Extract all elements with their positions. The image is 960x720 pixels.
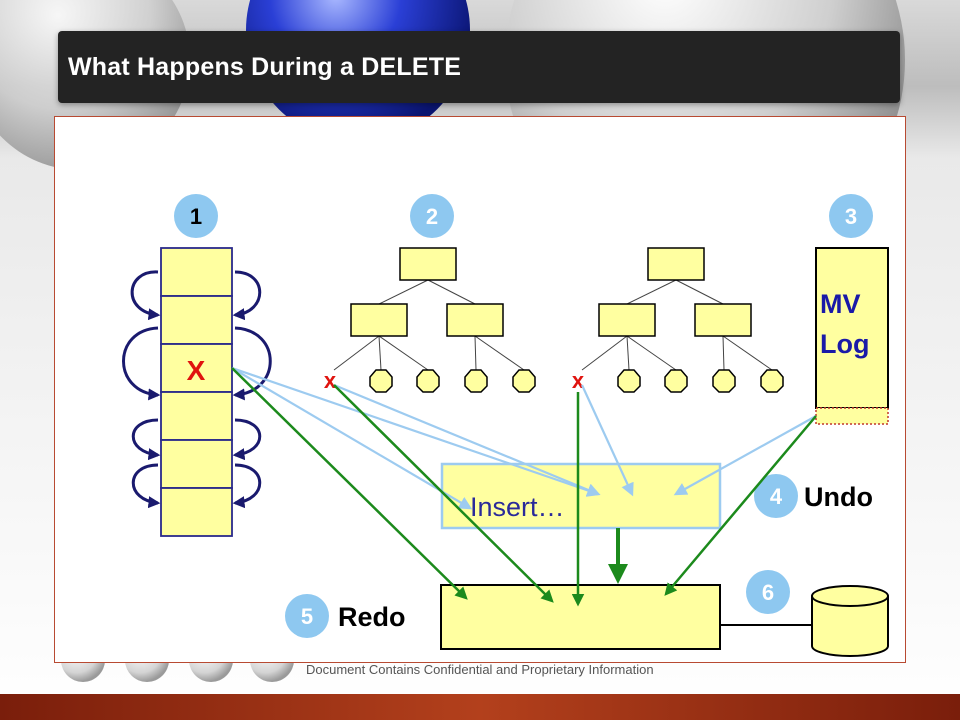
svg-text:4: 4 [770, 484, 783, 509]
redo-box [440, 584, 721, 650]
step-badge-6: 6 [746, 570, 790, 614]
step-badge-2: 2 [410, 194, 454, 238]
redo-arrows [231, 367, 817, 607]
insert-label: Insert… [470, 492, 565, 522]
mv-log-label-2: Log [820, 329, 869, 359]
mv-log-box [815, 247, 889, 409]
step-badge-4: 4 [754, 474, 798, 518]
title-bar: What Happens During a DELETE [58, 31, 900, 103]
swirl-arrows [122, 270, 272, 509]
index-tree-1 [333, 247, 536, 393]
undo-label: Undo [804, 482, 873, 512]
table-rows [160, 247, 233, 537]
svg-text:1: 1 [190, 204, 202, 229]
slide-title: What Happens During a DELETE [68, 53, 462, 81]
svg-text:3: 3 [845, 204, 857, 229]
svg-text:6: 6 [762, 580, 774, 605]
svg-text:5: 5 [301, 604, 313, 629]
undo-arrows [231, 366, 817, 510]
step-badge-1: 1 [174, 194, 218, 238]
datafile-cylinder [811, 585, 889, 657]
bottom-accent-bar [0, 694, 960, 720]
mv-log-overflow [815, 407, 889, 425]
deleted-row-mark: X [187, 355, 206, 386]
mv-log-label-1: MV [820, 289, 861, 319]
step-badge-3: 3 [829, 194, 873, 238]
index-tree-2 [581, 247, 784, 393]
redo-label: Redo [338, 602, 406, 632]
undo-box [440, 462, 722, 530]
step-badge-5: 5 [285, 594, 329, 638]
confidential-footer: Document Contains Confidential and Propr… [306, 662, 654, 677]
index-1-deleted-mark: x [324, 368, 337, 393]
svg-text:2: 2 [426, 204, 438, 229]
